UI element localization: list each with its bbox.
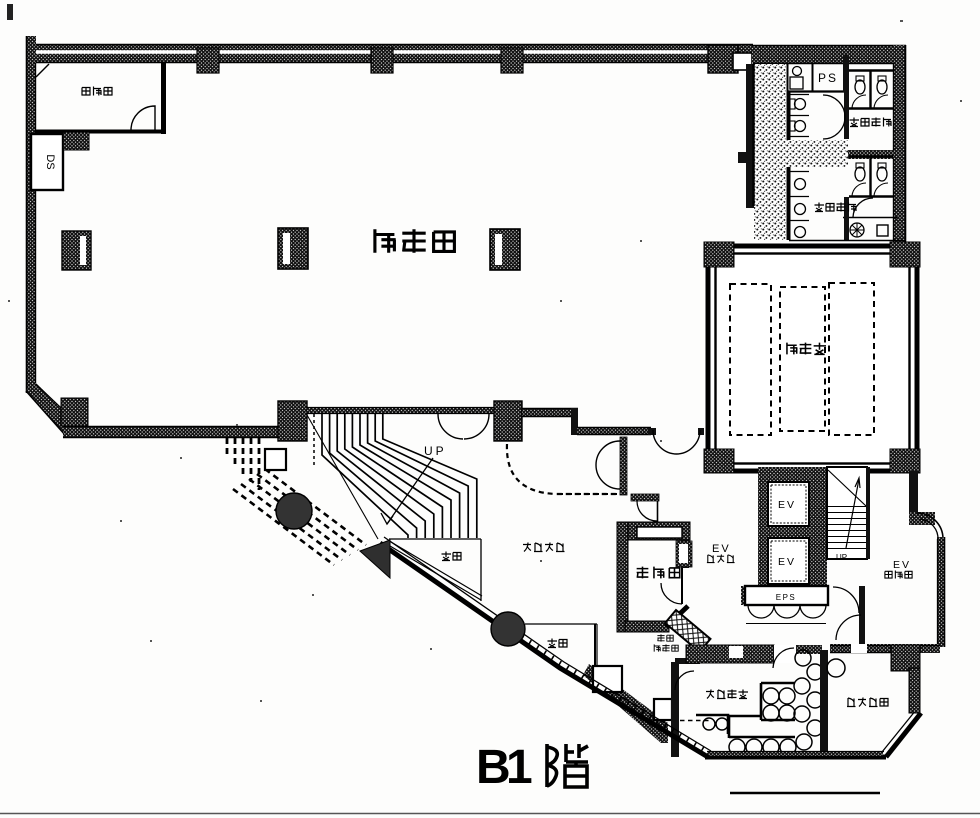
svg-text:UP: UP (836, 553, 847, 562)
svg-text:EV: EV (893, 559, 911, 571)
svg-text:EV: EV (712, 543, 731, 555)
svg-text:UP: UP (424, 444, 447, 458)
svg-text:1: 1 (506, 741, 533, 794)
svg-text:EV: EV (778, 556, 796, 568)
svg-text:DS: DS (44, 154, 56, 169)
svg-text:PS: PS (818, 71, 838, 85)
svg-text:EPS: EPS (776, 593, 797, 602)
svg-text:B: B (476, 741, 511, 794)
svg-text:EV: EV (778, 499, 796, 511)
